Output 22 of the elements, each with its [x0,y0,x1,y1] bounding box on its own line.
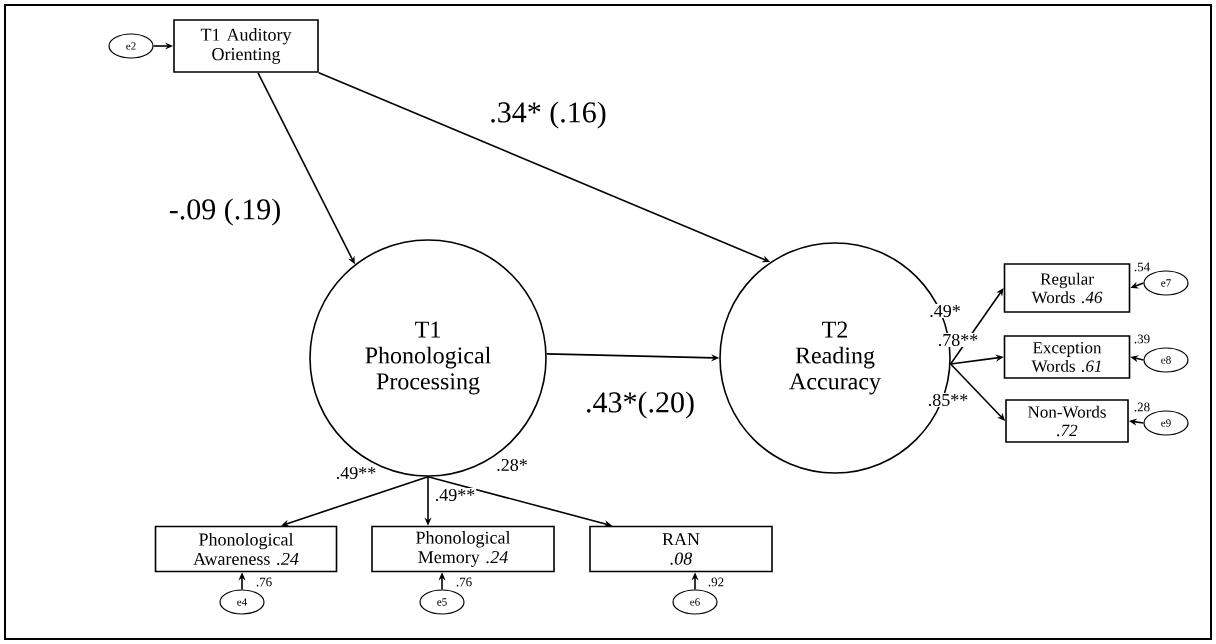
edge-label: .49* [928,303,962,319]
error-variance: .39 [1134,334,1150,344]
edge-label: .43*(.20) [584,390,696,420]
edge-label: .85** [926,392,970,408]
error-variance: .76 [256,577,272,587]
variable-box: Phonological Awareness .24 [154,525,338,573]
variable-box: Non-Words .72 [1005,399,1129,443]
edge-label: .49** [433,487,477,503]
error-variance: .54 [1134,262,1150,272]
arrow [281,476,429,527]
variable-box: Regular Words .46 [1003,263,1131,313]
variable-box: Exception Words .61 [1003,335,1131,379]
variable-box: Phonological Memory .24 [371,525,555,573]
edge-label: .78** [936,332,980,348]
variable-box: T1 Auditory Orienting [173,19,319,73]
error-variance: .92 [708,577,724,587]
error-variance: .76 [456,577,472,587]
variable-box: RAN .08 [589,525,773,573]
edge-label: -.09 (.19) [167,197,283,227]
edge-label: .28* [495,457,529,473]
error-variance: .28 [1134,402,1150,412]
edge-label: .34* (.16) [488,100,608,130]
